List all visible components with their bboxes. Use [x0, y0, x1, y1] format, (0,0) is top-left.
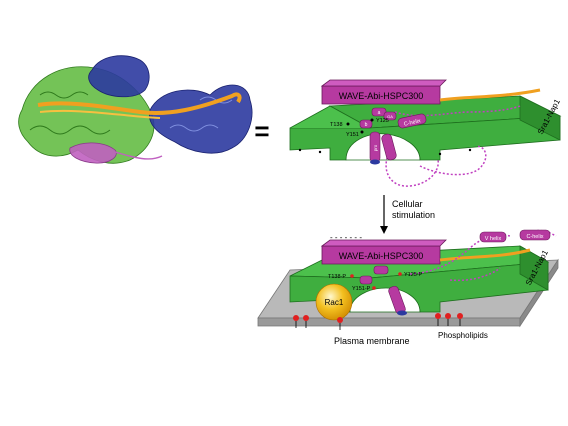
- arrow-label-line1: Cellular: [392, 199, 423, 209]
- bottom-c-helix: C-helix: [519, 229, 551, 241]
- bottom-wave-label: WAVE-Abi-HSPC300: [339, 251, 424, 261]
- bottom-vertical-helix: [388, 285, 407, 316]
- bottom-y125-label: Y125-P: [404, 272, 423, 278]
- svg-text:b: b: [365, 122, 368, 128]
- top-orange-strand: [439, 88, 541, 102]
- top-c-helix: C-helix: [397, 113, 427, 129]
- arrow-label-line2: stimulation: [392, 210, 435, 220]
- protein-structure-image: [18, 55, 253, 164]
- stimulation-arrow: [380, 195, 388, 234]
- top-sra-arch: [345, 133, 421, 161]
- bottom-v-helix: V helix: [479, 231, 507, 243]
- protein-magenta-region: [69, 142, 117, 164]
- top-t138-label: T138: [330, 122, 343, 128]
- bottom-t138-label: T138-P: [328, 274, 346, 280]
- plasma-membrane-label: Plasma membrane: [334, 336, 410, 346]
- protein-blue-domain-right: [148, 84, 253, 154]
- protein-orange-helix: [37, 92, 242, 116]
- svg-text:GA: GA: [387, 114, 393, 119]
- top-complex: Sra1-Nap1 WAVE-Abi-HSPC300 C-helix a b G…: [289, 79, 562, 187]
- top-linker: [394, 105, 521, 117]
- top-wave-label: WAVE-Abi-HSPC300: [339, 91, 424, 101]
- rac1-label: Rac1: [325, 298, 344, 307]
- top-y151-label: Y151: [346, 132, 359, 138]
- top-helix-ga: [383, 111, 397, 121]
- top-helix-small-b: [359, 119, 373, 129]
- bottom-y151-label: Y151-P: [352, 286, 371, 292]
- phospholipid-heads: [293, 313, 463, 330]
- svg-text:C-helix: C-helix: [403, 118, 421, 127]
- phospholipids-label: Phospholipids: [438, 331, 488, 340]
- dash-marks: - - - - - - -: [330, 233, 362, 242]
- top-disordered-loop: [385, 145, 487, 187]
- rac1-sphere: [315, 283, 353, 321]
- svg-text:V helix: V helix: [485, 236, 502, 242]
- top-vertical-helix-2: [381, 133, 397, 161]
- svg-text:pro: pro: [373, 144, 378, 151]
- protein-blue-domain: [88, 55, 150, 98]
- svg-text:a: a: [378, 110, 381, 116]
- bottom-complex: Sra1-Nap1 Rac1 WAVE-Abi-HSPC300 V helix …: [257, 229, 559, 330]
- top-y125-label: Y125: [376, 118, 389, 124]
- equals-sign: =: [254, 116, 269, 146]
- svg-text:C-helix: C-helix: [526, 234, 543, 240]
- top-vertical-helix-1: pro: [369, 131, 381, 165]
